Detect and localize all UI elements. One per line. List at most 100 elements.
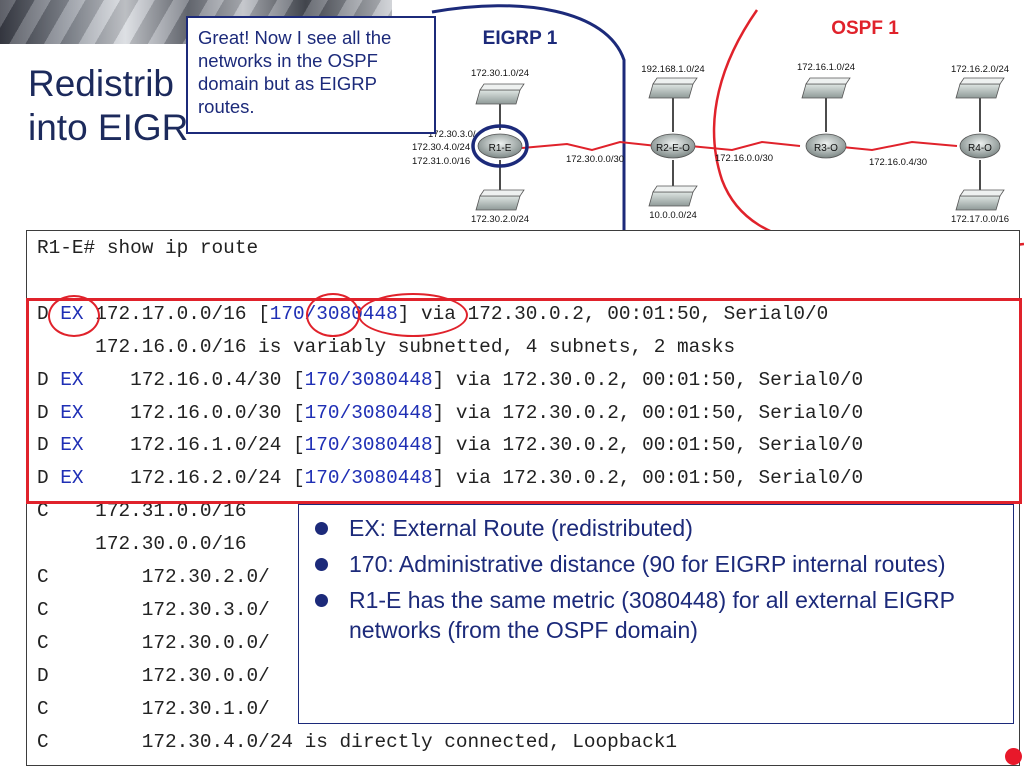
network-label: 172.16.1.0/24 — [797, 62, 855, 73]
terminal-line: R1-E# show ip route — [37, 235, 258, 261]
terminal-token: 170/3080448 — [304, 368, 433, 391]
slide-marker-dot-icon — [1005, 748, 1022, 765]
terminal-token: EX — [60, 434, 84, 457]
slide-title-line-1: Redistrib — [28, 63, 174, 104]
terminal-token: EX — [60, 368, 84, 391]
bullet-dot-icon — [315, 522, 328, 535]
network-label: 172.30.4.0/24 — [412, 142, 470, 153]
terminal-line: C 172.30.2.0/ — [37, 564, 270, 590]
router-icon: R4-O — [959, 133, 1001, 159]
router-label-r3: R3-O — [814, 143, 838, 154]
terminal-line: 172.30.0.0/16 — [37, 531, 246, 557]
note-text: R1-E has the same metric (3080448) for a… — [349, 587, 955, 643]
note-bullet: EX: External Route (redistributed) — [311, 513, 999, 543]
terminal-token: 172.16.2.0/24 [ — [83, 467, 305, 490]
router-label-r1: R1-E — [489, 143, 512, 154]
router-label-r4: R4-O — [968, 143, 992, 154]
terminal-token: D — [37, 434, 61, 457]
terminal-token: D — [37, 467, 61, 490]
terminal-token: C 172.31.0.0/16 — [37, 500, 247, 523]
note-bullet: R1-E has the same metric (3080448) for a… — [311, 585, 999, 645]
terminal-token: D 172.30.0.0/ — [37, 664, 270, 687]
terminal-token: 172.16.0.0/16 is variably subnetted, 4 s… — [37, 335, 736, 358]
serial-link-r1-r2 — [521, 140, 658, 152]
switch-icon — [475, 189, 525, 211]
terminal-line: D EX 172.17.0.0/16 [170/3080448] via 172… — [37, 301, 828, 327]
serial-link-r2-r3 — [689, 140, 801, 152]
note-text: EX: External Route (redistributed) — [349, 515, 693, 541]
terminal-line: C 172.31.0.0/16 — [37, 498, 246, 524]
terminal-line: D EX 172.16.0.0/30 [170/3080448] via 172… — [37, 400, 863, 426]
eigrp-domain-label: EIGRP 1 — [483, 28, 558, 49]
router-r1-highlight-ring — [471, 124, 529, 168]
slide-title: Redistrib into EIGR — [28, 62, 188, 150]
terminal-token: 172.17.0.0/16 [ — [83, 302, 270, 325]
switch-icon — [475, 83, 525, 105]
router-label-r2: R2-E-O — [656, 143, 690, 154]
terminal-token: 170/3080448 — [304, 467, 433, 490]
terminal-line: 172.16.0.0/16 is variably subnetted, 4 s… — [37, 334, 735, 360]
slide-title-line-2: into EIGR — [28, 107, 189, 148]
network-label: 172.31.0.0/16 — [412, 156, 470, 167]
router-icon: R2-E-O — [650, 133, 696, 159]
terminal-token: 172.16.1.0/24 [ — [83, 434, 305, 457]
terminal-line: D EX 172.16.2.0/24 [170/3080448] via 172… — [37, 465, 863, 491]
terminal-line: C 172.30.1.0/ — [37, 696, 270, 722]
terminal-token: EX — [60, 302, 84, 325]
terminal-token: C 172.30.3.0/ — [37, 598, 270, 621]
serial-link-r3-r4 — [831, 140, 958, 152]
terminal-token: C 172.30.2.0/ — [37, 566, 270, 588]
note-text: 170: Administrative distance (90 for EIG… — [349, 551, 946, 577]
terminal-token: R1-E# show ip route — [37, 237, 259, 259]
explanation-notes: EX: External Route (redistributed) 170: … — [298, 504, 1014, 724]
switch-icon — [648, 77, 698, 99]
speech-callout: Great! Now I see all the networks in the… — [186, 16, 436, 134]
terminal-token: C 172.30.1.0/ — [37, 697, 270, 720]
terminal-token: 172.30.0.0/16 — [37, 533, 247, 556]
terminal-token: D — [37, 302, 61, 325]
network-label: 172.30.3.0/ — [428, 129, 476, 140]
ospf-domain-label: OSPF 1 — [831, 18, 899, 39]
terminal-token: ] via 172.30.0.2, 00:01:50, Serial0/0 — [397, 302, 829, 325]
terminal-token: 172.16.0.0/30 [ — [83, 401, 305, 424]
terminal-token: D — [37, 368, 61, 391]
terminal-token: ] via 172.30.0.2, 00:01:50, Serial0/0 — [432, 368, 864, 391]
terminal-line: C 172.30.3.0/ — [37, 597, 270, 623]
network-label: 172.30.2.0/24 — [471, 214, 529, 225]
terminal-token: EX — [60, 467, 84, 490]
network-label: 172.30.1.0/24 — [471, 68, 529, 79]
terminal-token: C 172.30.4.0/24 is directly connected, L… — [37, 730, 677, 753]
network-label: 172.16.0.4/30 — [869, 157, 927, 168]
network-label: 172.17.0.0/16 — [951, 214, 1009, 225]
switch-icon — [801, 77, 851, 99]
network-label: 172.30.0.0/30 — [566, 154, 624, 165]
terminal-token: ] via 172.30.0.2, 00:01:50, Serial0/0 — [432, 467, 864, 490]
bullet-dot-icon — [315, 558, 328, 571]
terminal-token: EX — [60, 401, 84, 424]
terminal-line: D EX 172.16.1.0/24 [170/3080448] via 172… — [37, 432, 863, 458]
network-label: 172.16.0.0/30 — [715, 153, 773, 164]
bullet-dot-icon — [315, 594, 328, 607]
terminal-line: C 172.30.0.0/ — [37, 630, 270, 656]
terminal-token: 170/3080448 — [269, 302, 398, 325]
note-bullet: 170: Administrative distance (90 for EIG… — [311, 549, 999, 579]
switch-icon — [648, 185, 698, 207]
terminal-token: ] via 172.30.0.2, 00:01:50, Serial0/0 — [432, 401, 864, 424]
terminal-line: D 172.30.0.0/ — [37, 663, 270, 689]
switch-icon — [955, 189, 1005, 211]
network-topology-diagram: R1-E R2-E-O R3-O R4-O EIGRP 1 OSPF 1 172… — [401, 4, 1024, 260]
network-label: 172.16.2.0/24 — [951, 64, 1009, 75]
terminal-line: C 172.30.4.0/24 is directly connected, L… — [37, 729, 677, 755]
switch-icon — [955, 77, 1005, 99]
network-label: 10.0.0.0/24 — [649, 210, 697, 221]
terminal-token: C 172.30.0.0/ — [37, 631, 270, 654]
router-icon: R1-E — [477, 133, 523, 159]
terminal-line: D EX 172.16.0.4/30 [170/3080448] via 172… — [37, 367, 863, 393]
network-label: 192.168.1.0/24 — [641, 64, 704, 75]
router-icon: R3-O — [805, 133, 847, 159]
terminal-token: D — [37, 401, 61, 424]
terminal-token: 170/3080448 — [304, 401, 433, 424]
terminal-token: 170/3080448 — [304, 434, 433, 457]
terminal-token: ] via 172.30.0.2, 00:01:50, Serial0/0 — [432, 434, 864, 457]
terminal-token: 172.16.0.4/30 [ — [83, 368, 305, 391]
